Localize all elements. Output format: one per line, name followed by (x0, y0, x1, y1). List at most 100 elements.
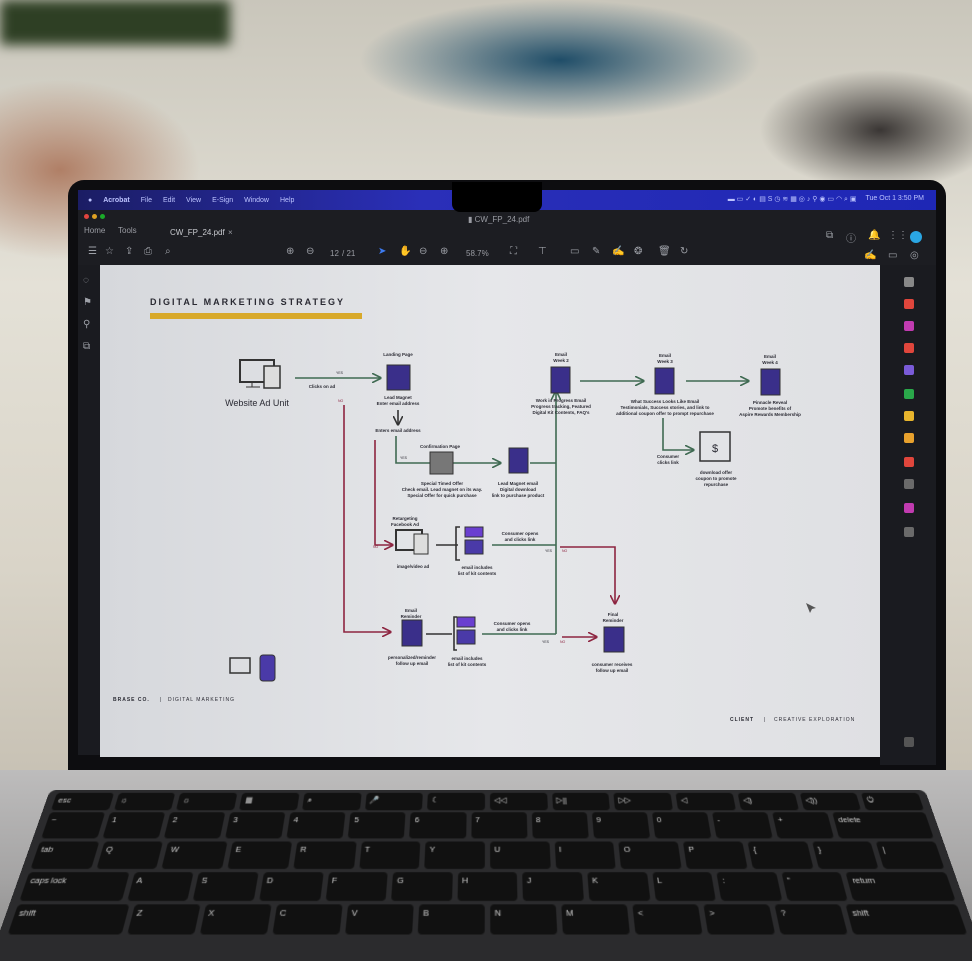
key[interactable]: 3 (225, 812, 285, 838)
key[interactable]: ▷▷ (614, 793, 673, 810)
key[interactable]: ◁) (737, 793, 798, 810)
confirm-desc: Special Timed Offer (421, 481, 463, 486)
dollar-sign: $ (712, 443, 718, 455)
key[interactable]: 🎤 (365, 793, 424, 810)
key[interactable]: D (259, 872, 323, 901)
key[interactable]: > (704, 904, 776, 934)
key[interactable]: ▦ (239, 793, 299, 810)
key[interactable]: F (325, 872, 388, 901)
key[interactable]: M (561, 904, 630, 934)
key[interactable]: L (652, 872, 716, 901)
key[interactable]: ☼ (176, 793, 237, 810)
week2-desc: Work in Progress Email (536, 398, 586, 403)
reminder-desc: follow up email (396, 661, 429, 666)
key[interactable]: ☾ (427, 793, 485, 810)
final-reminder-icon (604, 627, 624, 652)
week3-desc: additional coupon offer to prompt repurc… (616, 411, 714, 416)
confirm-desc: Check email. Lead magnet on its way. (402, 487, 482, 492)
key[interactable]: J (523, 872, 584, 901)
key[interactable]: A (127, 872, 194, 901)
key[interactable]: Z (127, 904, 201, 934)
key[interactable]: R (293, 842, 356, 869)
yes-tag: YES (545, 549, 553, 553)
key[interactable]: ⌕ (302, 793, 361, 810)
key[interactable]: ☼ (114, 793, 176, 810)
key[interactable]: ⏻ (861, 793, 924, 810)
key[interactable]: 4 (287, 812, 346, 838)
key[interactable]: 5 (348, 812, 406, 838)
key[interactable]: { (747, 842, 813, 869)
lead-desc: link to purchase product (492, 493, 545, 498)
video-icon (465, 527, 483, 537)
key[interactable]: 7 (471, 812, 527, 838)
week3-desc: Testimonials, Success stories, and link … (621, 405, 710, 410)
key[interactable]: ◁ (676, 793, 736, 810)
week2-title: Email (555, 352, 567, 357)
key[interactable]: | (876, 842, 945, 869)
key[interactable]: I (554, 842, 616, 869)
key[interactable]: X (200, 904, 272, 934)
key[interactable]: 6 (410, 812, 467, 838)
key[interactable]: ◁)) (799, 793, 861, 810)
consumer-clicks-label: Consumer (657, 454, 680, 459)
key[interactable]: S (193, 872, 259, 901)
key[interactable]: : (717, 872, 783, 901)
key[interactable]: } (812, 842, 879, 869)
keyboard-row: caps lockASDFGHJKL:"return (11, 869, 965, 901)
key[interactable]: caps lock (19, 872, 129, 901)
key[interactable]: ? (775, 904, 849, 934)
coupon-desc: repurchase (704, 482, 729, 487)
key[interactable]: G (391, 872, 452, 901)
key[interactable]: K (587, 872, 650, 901)
opens-label: Consumer opens (494, 621, 531, 626)
key[interactable]: shift (8, 904, 130, 934)
key[interactable]: < (632, 904, 702, 934)
key[interactable]: 8 (531, 812, 588, 838)
key[interactable]: B (418, 904, 485, 934)
no-tag: NO (338, 399, 344, 403)
key[interactable]: tab (30, 842, 99, 869)
key[interactable]: 0 (652, 812, 712, 838)
key[interactable]: C (272, 904, 342, 934)
key[interactable]: return (846, 872, 956, 901)
key[interactable]: " (781, 872, 848, 901)
final-title: Final (608, 612, 619, 617)
key[interactable]: N (490, 904, 557, 934)
landing-desc: Lead Magnet (384, 395, 412, 400)
week4-title: Email (764, 354, 776, 359)
key[interactable]: Y (425, 842, 485, 869)
key[interactable]: Q (96, 842, 163, 869)
no-tag: NO (560, 640, 566, 644)
key[interactable]: 2 (164, 812, 226, 838)
image-icon (465, 540, 483, 554)
final-title: Reminder (603, 618, 624, 623)
key[interactable]: 9 (592, 812, 650, 838)
email-week2-icon (551, 367, 570, 393)
kit-desc: email includes (461, 565, 493, 570)
key[interactable]: W (162, 842, 228, 869)
key[interactable]: ▷|| (552, 793, 611, 810)
key[interactable]: + (772, 812, 834, 838)
lead-desc: Digital download (500, 487, 536, 492)
arrow-no-to-retarget (375, 440, 392, 545)
key[interactable]: - (712, 812, 773, 838)
key[interactable]: U (490, 842, 550, 869)
key[interactable]: shift (846, 904, 968, 934)
key[interactable]: delete (832, 812, 934, 838)
confirmation-page-icon (430, 452, 453, 474)
key[interactable]: 1 (103, 812, 166, 838)
key[interactable]: O (619, 842, 682, 869)
key[interactable]: H (457, 872, 518, 901)
key[interactable]: P (683, 842, 748, 869)
key[interactable]: V (345, 904, 414, 934)
final-desc: follow up email (596, 668, 629, 673)
connectors (295, 378, 748, 650)
footer-separator: | (160, 697, 162, 703)
keyboard-row: esc☼☼▦⌕🎤☾◁◁▷||▷▷◁◁)◁))⏻ (43, 790, 932, 809)
key[interactable]: ~ (41, 812, 105, 838)
key[interactable]: esc (51, 793, 114, 810)
key[interactable]: E (227, 842, 292, 869)
email-week4-icon (761, 369, 780, 395)
key[interactable]: T (359, 842, 421, 869)
key[interactable]: ◁◁ (490, 793, 548, 810)
